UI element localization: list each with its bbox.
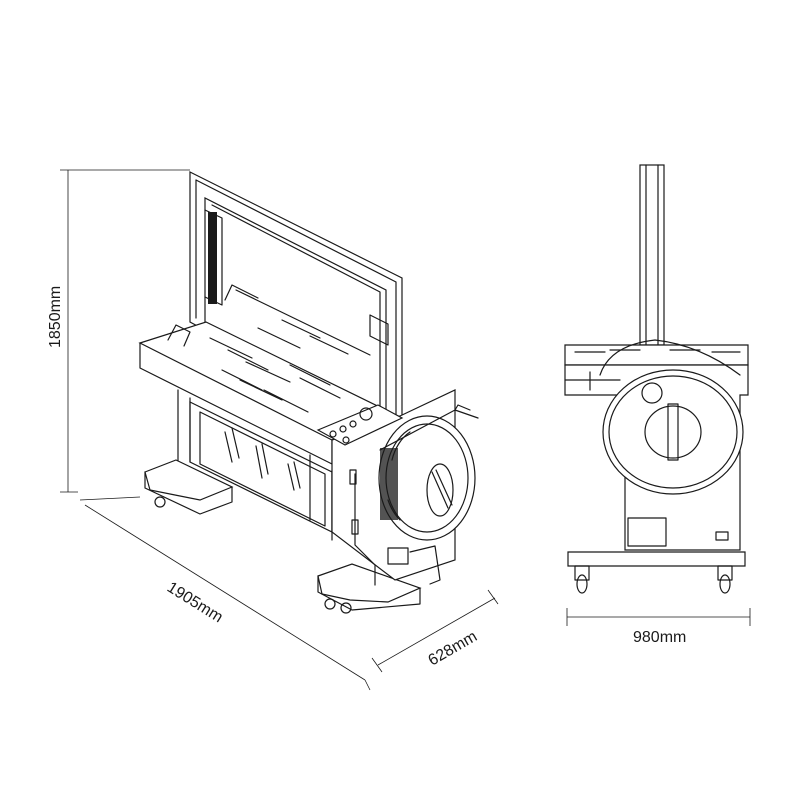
side-base bbox=[567, 551, 746, 594]
depth-dimension: 628mm bbox=[371, 589, 499, 673]
side-caster-right bbox=[719, 574, 731, 594]
panel-button-2 bbox=[339, 425, 347, 433]
caster-right-front bbox=[324, 598, 336, 610]
panel-button-4 bbox=[342, 436, 350, 444]
reel-coil-band bbox=[380, 448, 398, 520]
side-caster-left bbox=[576, 574, 588, 594]
housing-latch-lower bbox=[351, 519, 359, 535]
length-label: 1905mm bbox=[164, 579, 226, 626]
caster-left-front bbox=[154, 496, 166, 508]
side-arch-column bbox=[639, 164, 665, 346]
strapping-arch bbox=[189, 171, 403, 421]
length-extension-left bbox=[79, 496, 141, 501]
width-label: 980mm bbox=[633, 629, 686, 646]
side-view bbox=[564, 164, 749, 594]
length-extension-right bbox=[364, 679, 371, 691]
side-caster-mount-left bbox=[574, 565, 590, 581]
panel-button-3 bbox=[349, 420, 357, 428]
strap-reel bbox=[378, 404, 479, 585]
depth-dimension-line bbox=[377, 597, 496, 666]
width-dimension: 980mm bbox=[566, 608, 751, 646]
isometric-view bbox=[138, 171, 479, 614]
panel-button-1 bbox=[329, 430, 337, 438]
caster-right-rear bbox=[340, 602, 352, 614]
side-control-box bbox=[627, 517, 667, 547]
side-label-plate bbox=[715, 531, 729, 541]
side-reel-hub-bar bbox=[667, 403, 679, 461]
control-panel bbox=[316, 404, 404, 446]
side-reel bbox=[599, 339, 744, 495]
base-frame bbox=[144, 459, 422, 614]
tension-box bbox=[387, 547, 409, 565]
height-label: 1850mm bbox=[47, 286, 64, 348]
depth-extension-right bbox=[487, 589, 499, 605]
housing-latch-upper bbox=[349, 469, 357, 485]
arch-guide-left bbox=[208, 212, 217, 304]
side-reel-knob bbox=[641, 382, 663, 404]
side-caster-mount-right bbox=[717, 565, 733, 581]
length-dimension-line bbox=[84, 504, 366, 681]
depth-label: 628mm bbox=[426, 628, 481, 669]
power-switch-icon bbox=[359, 407, 373, 421]
depth-extension-left bbox=[371, 657, 383, 673]
height-dimension: 1850mm bbox=[47, 169, 190, 493]
